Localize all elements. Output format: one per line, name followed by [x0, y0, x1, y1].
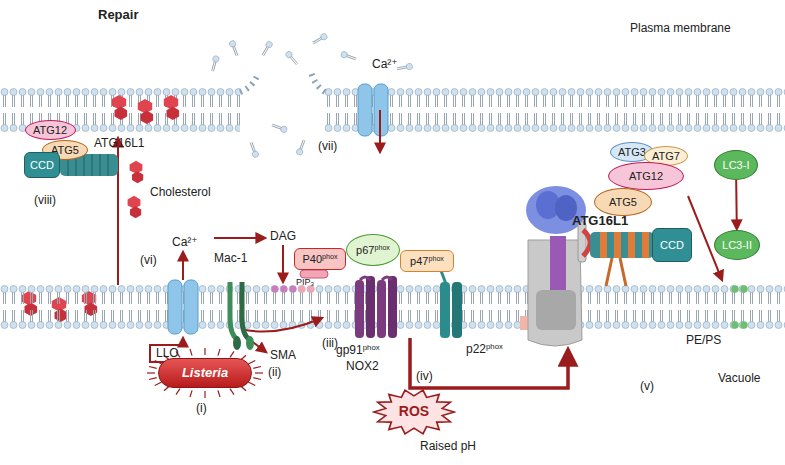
text-label: Repair: [98, 8, 138, 22]
node-text: Listeria: [182, 366, 228, 380]
text-label: PE/PS: [686, 334, 721, 347]
flagellum: [253, 378, 261, 380]
text-label: NOX2: [346, 360, 379, 373]
callout-number: (ii): [268, 366, 281, 379]
ccd-domain: CCD: [24, 152, 60, 178]
node-text: CCD: [660, 239, 684, 251]
text-label: ATG16L1: [572, 214, 628, 228]
callout-number: (v): [640, 380, 654, 393]
text-label: ATG16L1: [94, 137, 144, 150]
flagellum: [230, 351, 234, 357]
protein-circle: LC3-II: [714, 230, 760, 260]
callout-number: (iv): [416, 370, 433, 383]
flagellum: [149, 367, 157, 369]
text-label: DAG: [270, 230, 296, 243]
atg16l1-coiled-coils: [60, 154, 654, 286]
protein-ellipse: ATG12: [25, 120, 76, 140]
mac-1: [230, 282, 254, 350]
plasma-membrane: [0, 32, 785, 158]
text-label: Cholesterol: [150, 186, 211, 199]
flagellum: [204, 391, 205, 398]
text-label: LLO: [156, 347, 179, 360]
flagellum: [218, 390, 220, 397]
v-atpase: [520, 186, 590, 346]
flagellum: [230, 389, 234, 395]
nox2-complex: [300, 268, 462, 338]
protein-ellipse: ATG12: [608, 162, 684, 190]
protein-box: p47phox: [400, 250, 454, 272]
flagellum: [190, 349, 192, 356]
protein-ellipse: p67phox: [346, 234, 400, 266]
callout-number: (viii): [34, 194, 56, 207]
arrow-connector: [735, 180, 738, 229]
text-label: Ca²⁺: [172, 236, 198, 249]
bacterium: Listeria: [158, 358, 252, 388]
node-text: ATG5: [609, 196, 637, 208]
text-label: Mac-1: [214, 252, 247, 265]
callout-number: (vi): [140, 254, 157, 267]
node-text: LC3-I: [723, 159, 750, 171]
node-text: ATG7: [652, 150, 680, 162]
node-text: LC3-II: [722, 239, 752, 251]
flagellum: [255, 372, 263, 373]
node-text: p67phox: [356, 244, 390, 256]
listeria-flagella: [147, 348, 263, 398]
protein-box: P40phox: [294, 248, 346, 270]
flagellum: [218, 349, 220, 356]
node-text: P40phox: [302, 253, 337, 265]
callout-number: (i): [196, 402, 207, 415]
text-label: Ca²⁺: [372, 58, 398, 71]
text-label: Plasma membrane: [630, 22, 731, 35]
text-label: SMA: [270, 349, 296, 362]
node-text: ROS: [399, 404, 429, 419]
node-text: ATG3: [618, 146, 646, 158]
flagellum: [147, 372, 155, 373]
node-text: ATG12: [629, 170, 663, 182]
node-text: ATG12: [33, 124, 67, 136]
protein-ellipse: ATG5: [594, 188, 652, 216]
text-label: gp91phox: [336, 344, 380, 357]
ccd-domain: CCD: [652, 228, 692, 262]
callout-number: (vii): [318, 140, 337, 153]
callout-number: (iii): [322, 337, 338, 350]
text-label: p22phox: [466, 343, 503, 356]
flagellum: [204, 348, 205, 355]
text-label: PIP₃: [296, 278, 314, 288]
flagellum: [253, 367, 261, 369]
flagellum: [176, 389, 180, 395]
ros-burst: ROS: [372, 388, 456, 436]
text-label: Vacuole: [718, 372, 760, 385]
flagellum: [248, 382, 255, 386]
flagellum: [149, 378, 157, 380]
node-text: p47phox: [410, 255, 444, 267]
protein-circle: LC3-I: [714, 150, 758, 180]
text-label: Raised pH: [420, 440, 476, 453]
flagellum: [190, 390, 192, 397]
pathway-arrows: [118, 138, 722, 388]
node-text: CCD: [30, 159, 54, 171]
